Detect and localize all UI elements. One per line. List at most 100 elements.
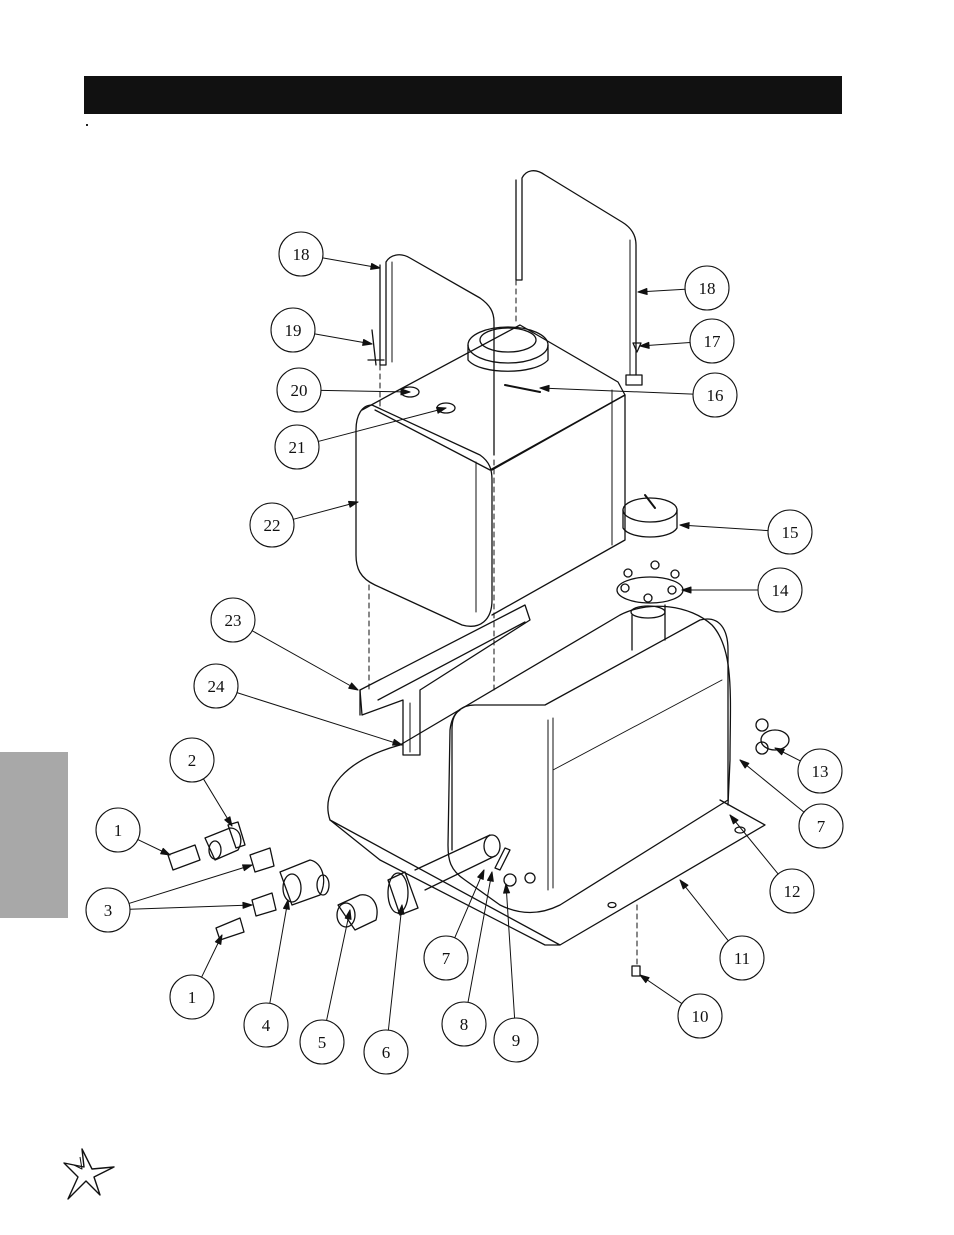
callout-circle: [278, 231, 324, 277]
callout-6: 6: [363, 1029, 409, 1075]
callout-circle: [684, 265, 730, 311]
callout-number: 7: [442, 949, 451, 968]
callout-24: 24: [193, 663, 239, 709]
callout-15: 15: [767, 509, 813, 555]
leader-line: [326, 909, 351, 1021]
leader-arrow: [477, 869, 485, 880]
callout-circle: [767, 509, 813, 555]
leader-arrow: [224, 816, 233, 827]
callout-2: 2: [169, 737, 215, 783]
callout-3: 3: [85, 887, 131, 933]
section-side-tab: [0, 752, 68, 918]
leader-line: [467, 871, 493, 1003]
leader-arrow: [348, 500, 359, 508]
leader-line: [129, 904, 253, 910]
leader-arrow: [639, 974, 650, 984]
callout-17: 17: [689, 318, 735, 364]
callout-number: 24: [208, 677, 226, 696]
lower-tank: [327, 604, 766, 946]
callout-18: 18: [278, 231, 324, 277]
callout-circle: [193, 663, 239, 709]
leader-line: [128, 864, 253, 904]
callout-number: 1: [114, 821, 123, 840]
leader-line: [314, 333, 373, 345]
callout-circle: [169, 974, 215, 1020]
callout-10: 10: [677, 993, 723, 1039]
handle-left: [379, 254, 495, 456]
callout-14: 14: [757, 567, 803, 613]
leader-arrow: [370, 262, 381, 270]
callout-circle: [798, 803, 844, 849]
star-burst-logo-icon: [63, 1148, 115, 1200]
callout-12: 12: [769, 868, 815, 914]
callout-number: 22: [264, 516, 281, 535]
callout-number: 1: [188, 988, 197, 1007]
leader-arrow: [282, 899, 290, 910]
callout-number: 19: [285, 321, 302, 340]
callout-16: 16: [692, 372, 738, 418]
leader-arrow: [400, 388, 411, 396]
sender-flange-14: [616, 560, 684, 604]
leader-arrow: [679, 522, 690, 530]
callout-circle: [757, 567, 803, 613]
callout-number: 14: [772, 581, 790, 600]
fittings-group: [167, 821, 419, 941]
leader-line: [269, 899, 289, 1004]
callout-number: 20: [291, 381, 308, 400]
callout-7: 7: [798, 803, 844, 849]
handle-right: [515, 170, 643, 386]
callout-number: 13: [812, 762, 829, 781]
leader-arrow: [362, 338, 373, 346]
callout-circle: [85, 887, 131, 933]
leader-line: [320, 389, 411, 393]
callout-4: 4: [243, 1002, 289, 1048]
callout-11: 11: [719, 935, 765, 981]
callout-number: 6: [382, 1043, 391, 1062]
leader-arrow: [503, 883, 511, 894]
header-bar: [84, 76, 842, 114]
callout-21: 21: [274, 424, 320, 470]
callout-number: 9: [512, 1031, 521, 1050]
callout-number: 16: [707, 386, 724, 405]
leader-arrow: [397, 904, 405, 915]
callout-1: 1: [95, 807, 141, 853]
callout-circle: [692, 372, 738, 418]
cap-15: [622, 494, 678, 538]
leader-arrow: [774, 747, 785, 756]
callout-20: 20: [276, 367, 322, 413]
callout-23: 23: [210, 597, 256, 643]
callouts: 1123456778910111213141516171818192021222…: [85, 231, 844, 1075]
callout-number: 18: [699, 279, 716, 298]
leader-line: [729, 814, 779, 875]
callout-circle: [719, 935, 765, 981]
leader-line: [505, 883, 516, 1019]
leader-line: [739, 759, 805, 813]
callout-number: 23: [225, 611, 242, 630]
leader-arrow: [242, 901, 253, 909]
callout-number: 15: [782, 523, 799, 542]
callout-circle: [276, 367, 322, 413]
leader-arrow: [486, 871, 494, 882]
leader-line: [539, 387, 694, 395]
leader-arrow: [344, 909, 352, 920]
callout-circle: [243, 1002, 289, 1048]
leader-line: [317, 407, 447, 442]
callout-circle: [441, 1001, 487, 1047]
callout-number: 2: [188, 751, 197, 770]
callout-8: 8: [441, 1001, 487, 1047]
upper-tank: [355, 324, 626, 627]
leader-arrow: [436, 406, 447, 414]
leader-arrow: [214, 934, 223, 945]
leader-line: [251, 630, 359, 691]
callout-1: 1: [169, 974, 215, 1020]
leader-line: [679, 524, 769, 532]
leader-arrow: [392, 738, 403, 746]
callout-circle: [270, 307, 316, 353]
callout-circle: [95, 807, 141, 853]
leader-line: [454, 869, 485, 939]
callout-circle: [169, 737, 215, 783]
leader-arrow: [639, 341, 650, 349]
callout-22: 22: [249, 502, 295, 548]
leader-lines: [128, 257, 805, 1031]
